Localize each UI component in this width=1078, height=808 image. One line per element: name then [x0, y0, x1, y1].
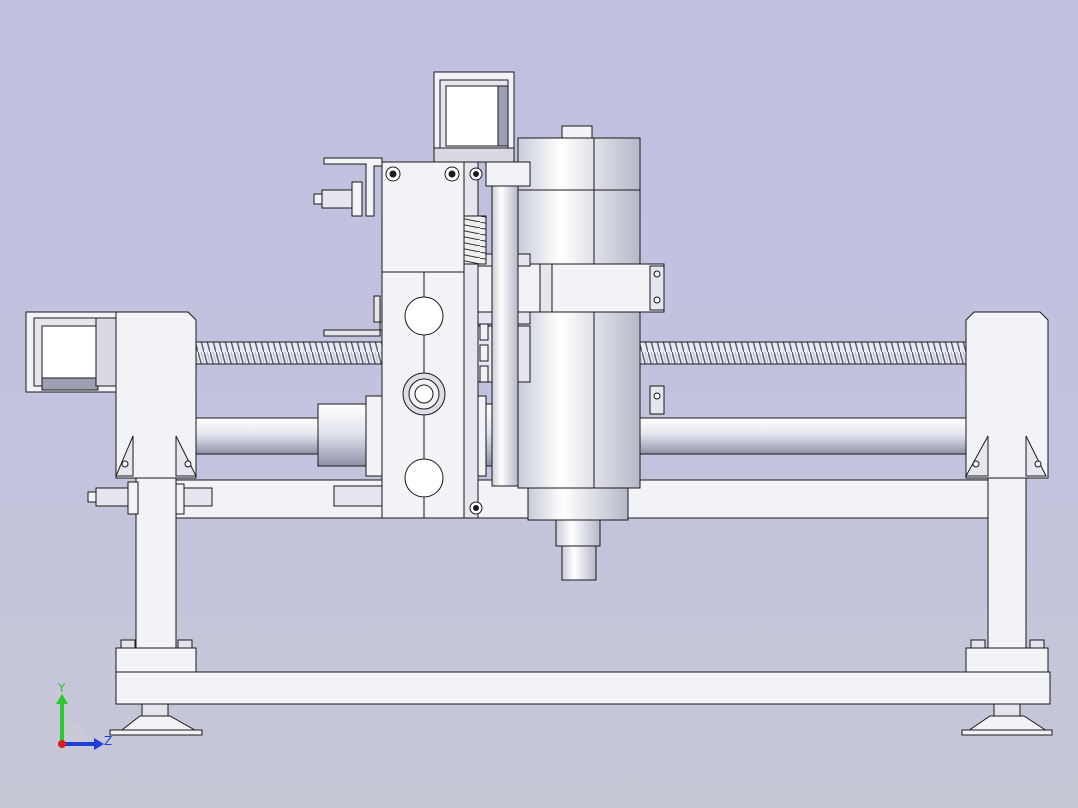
bolt-head	[184, 460, 192, 468]
bracket	[965, 435, 989, 477]
spindle-motor	[517, 125, 641, 581]
bolt-head	[972, 460, 980, 468]
angle-bracket-top	[323, 157, 383, 217]
base-bolt	[177, 639, 193, 649]
bracket	[1025, 435, 1047, 477]
y-axis-label: Y	[57, 681, 66, 695]
stepper-motor-left	[25, 311, 117, 393]
angle-bracket-bottom	[323, 295, 383, 337]
leveling-foot-left	[109, 703, 203, 736]
base-bolt	[1029, 639, 1045, 649]
y-axis-arrow	[56, 694, 68, 704]
x-axis-dot	[58, 740, 66, 748]
orientation-triad[interactable]: Y Z	[40, 680, 130, 760]
z-axis-arrow	[94, 738, 104, 750]
base-block-right	[965, 647, 1049, 673]
bearing-hole	[404, 296, 444, 336]
z-rail	[463, 161, 479, 519]
bearing-hole	[404, 458, 444, 498]
bracket	[175, 435, 197, 477]
z-spring	[463, 215, 487, 265]
bracket	[115, 435, 134, 477]
z-adjuster-bolt	[313, 181, 363, 217]
triad-arc	[62, 719, 90, 744]
stepper-motor-top	[433, 71, 515, 163]
adjuster-bolt-left	[87, 481, 213, 515]
base-plate	[115, 671, 1051, 705]
leveling-foot-right	[961, 703, 1053, 736]
spindle-clamp-lower	[649, 385, 665, 415]
end-plate-right	[965, 311, 1049, 479]
stop-block	[333, 485, 383, 507]
bolt-head	[121, 460, 129, 468]
bolt-head	[1034, 460, 1042, 468]
z-axis-label: Z	[104, 734, 112, 748]
base-block-left	[115, 647, 197, 673]
base-bolt	[970, 639, 986, 649]
base-bolt	[120, 639, 136, 649]
